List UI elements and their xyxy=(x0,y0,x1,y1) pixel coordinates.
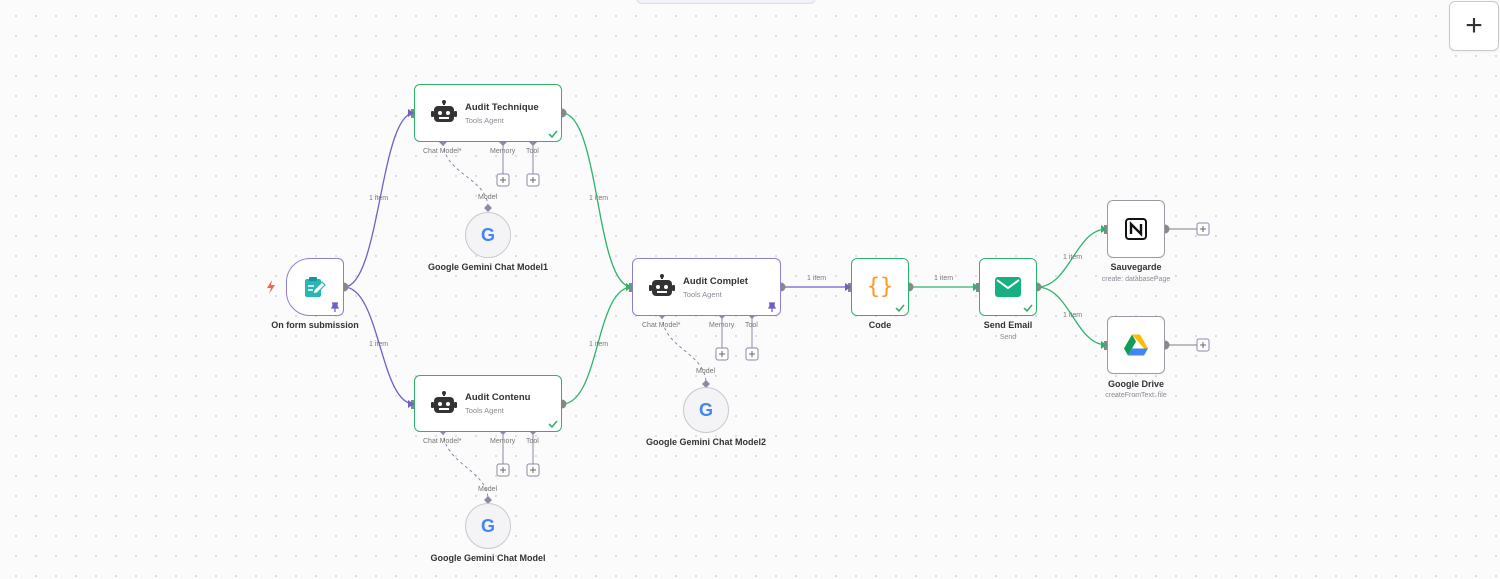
add-node-button[interactable]: + xyxy=(1449,1,1499,51)
node-audit-contenu[interactable]: Audit Contenu Tools Agent xyxy=(414,375,562,432)
node-label: Send Email xyxy=(983,320,1033,330)
node-label: Google Gemini Chat Model1 xyxy=(427,262,548,272)
node-send-email[interactable] xyxy=(979,258,1037,316)
edge-label: 1 item xyxy=(1063,254,1083,261)
success-check-icon xyxy=(548,420,558,429)
edge-label: 1 item xyxy=(589,195,609,202)
slot-chat-model: Chat Model* xyxy=(642,322,681,329)
node-label: Google Drive xyxy=(1107,379,1164,389)
node-subtitle: create: databasePage xyxy=(1101,276,1171,283)
node-title: Audit Contenu xyxy=(465,392,531,403)
edge-label: 1 item xyxy=(807,275,827,282)
edge-label: 1 item xyxy=(1063,312,1083,319)
success-check-icon xyxy=(1023,304,1033,313)
node-label: Code xyxy=(868,320,892,330)
pin-icon xyxy=(331,302,339,312)
node-title: Audit Technique xyxy=(465,101,539,113)
node-title: Audit Complet xyxy=(683,275,748,287)
code-braces-icon: {} xyxy=(866,274,894,300)
node-subtitle: Tools Agent xyxy=(465,115,504,125)
slot-memory: Memory xyxy=(490,148,516,155)
slot-tool: Tool xyxy=(526,148,539,155)
robot-icon xyxy=(431,390,457,413)
node-label: Google Gemini Chat Model xyxy=(430,553,546,563)
google-g-icon: G xyxy=(480,515,495,536)
trigger-bolt-icon xyxy=(267,280,275,294)
pin-icon xyxy=(768,302,776,312)
node-subtitle: Tools Agent xyxy=(683,289,722,299)
edge-technique-complet xyxy=(561,112,633,288)
google-g-icon: G xyxy=(480,224,495,245)
node-subtitle: createFromText: file xyxy=(1105,392,1167,399)
edge-email-sauvegarde xyxy=(1036,228,1108,288)
node-audit-complet[interactable]: Audit Complet Tools Agent xyxy=(632,258,781,316)
node-label: Google Gemini Chat Model2 xyxy=(645,437,766,447)
slot-memory: Memory xyxy=(490,438,516,445)
edge-email-drive xyxy=(1036,286,1108,346)
node-gemini-chat-model[interactable]: G xyxy=(465,503,511,549)
node-audit-technique[interactable]: Audit Technique Tools Agent xyxy=(414,84,562,142)
node-google-drive[interactable] xyxy=(1107,316,1165,374)
edge-label: 1 item xyxy=(369,195,389,202)
edge-trigger-audit-contenu xyxy=(343,286,415,405)
node-sauvegarde[interactable] xyxy=(1107,200,1165,258)
google-g-icon: G xyxy=(698,399,713,420)
node-gemini-chat-model1[interactable]: G xyxy=(465,212,511,258)
form-icon xyxy=(305,277,326,297)
edge-model0 xyxy=(442,431,489,501)
node-gemini-chat-model2[interactable]: G xyxy=(683,387,729,433)
slot-tool: Tool xyxy=(745,322,758,329)
slot-model: Model xyxy=(478,194,498,201)
node-subtitle: Tools Agent xyxy=(465,406,504,415)
edge-label: 1 item xyxy=(369,341,389,348)
edge-contenu-complet xyxy=(561,286,633,405)
edge-model1 xyxy=(442,142,489,209)
email-envelope-icon xyxy=(995,277,1021,297)
node-label: On form submission xyxy=(271,320,359,330)
success-check-icon xyxy=(895,304,905,313)
canvas-top-handle[interactable] xyxy=(636,0,816,4)
node-code[interactable]: {} xyxy=(851,258,909,316)
slot-chat-model: Chat Model* xyxy=(423,148,462,155)
node-label: Sauvegarde xyxy=(1110,262,1162,272)
slot-model: Model xyxy=(696,368,716,375)
success-check-icon xyxy=(548,130,558,139)
slot-tool: Tool xyxy=(526,438,539,445)
slot-chat-model: Chat Model* xyxy=(423,438,462,445)
robot-icon xyxy=(431,100,457,122)
edge-label: 1 item xyxy=(589,341,609,348)
notion-icon xyxy=(1125,218,1147,240)
google-drive-icon xyxy=(1124,334,1148,356)
edge-model2 xyxy=(661,315,707,385)
edge-label: 1 item xyxy=(934,275,954,282)
node-on-form-submission[interactable] xyxy=(286,258,344,316)
slot-model: Model xyxy=(478,486,498,493)
robot-icon xyxy=(649,274,675,296)
node-subtitle: Send xyxy=(999,334,1017,341)
slot-memory: Memory xyxy=(709,322,735,329)
edge-trigger-audit-technique xyxy=(343,112,415,288)
